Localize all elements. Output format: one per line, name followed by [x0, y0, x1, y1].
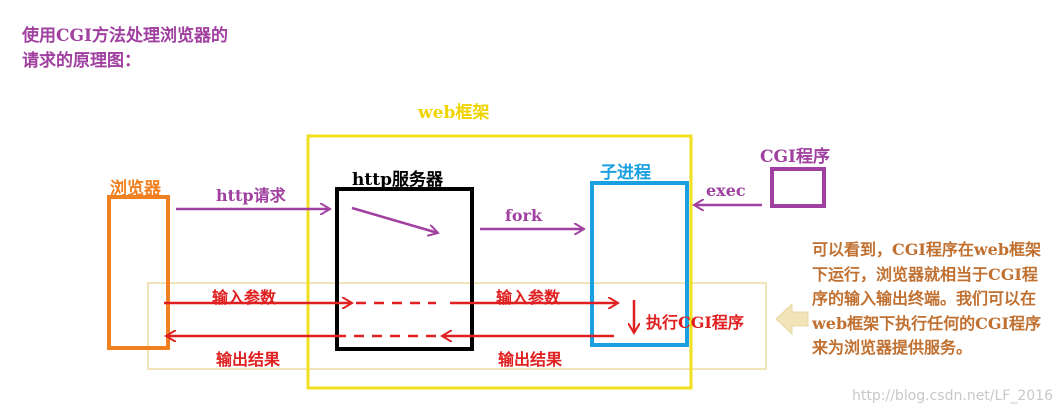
input-params-label-left: 输入参数	[212, 288, 277, 307]
web-framework-box	[306, 134, 693, 390]
output-result-label-right: 输出结果	[498, 350, 563, 369]
watermark: http://blog.csdn.net/LF_2016	[852, 388, 1053, 404]
http-server-label: http服务器	[352, 170, 443, 190]
browser-box	[107, 195, 170, 350]
web-framework-label: web框架	[418, 103, 490, 123]
diagram-title: 使用CGI方法处理浏览器的请求的原理图：	[22, 26, 229, 71]
fork-label: fork	[505, 206, 543, 225]
input-params-label-right: 输入参数	[496, 288, 561, 307]
http-request-label: http请求	[216, 186, 286, 205]
child-process-label: 子进程	[600, 163, 651, 183]
exec-label: exec	[706, 181, 746, 200]
explanation-note: 可以看到，CGI程序在web框架下运行，浏览器就相当于CGI程序的输入输出终端。…	[812, 240, 1042, 357]
child-process-box	[590, 181, 689, 347]
browser-label: 浏览器	[110, 179, 161, 199]
output-result-label-left: 输出结果	[216, 350, 281, 369]
execute-cgi-label: 执行CGI程序	[646, 313, 744, 332]
server-internal-arrow	[351, 206, 438, 233]
io-highlight-band	[147, 282, 767, 370]
note-pointer-arrow	[775, 302, 809, 336]
cgi-program-box	[770, 167, 826, 208]
cgi-program-label: CGI程序	[760, 147, 831, 167]
http-server-box	[335, 187, 474, 351]
